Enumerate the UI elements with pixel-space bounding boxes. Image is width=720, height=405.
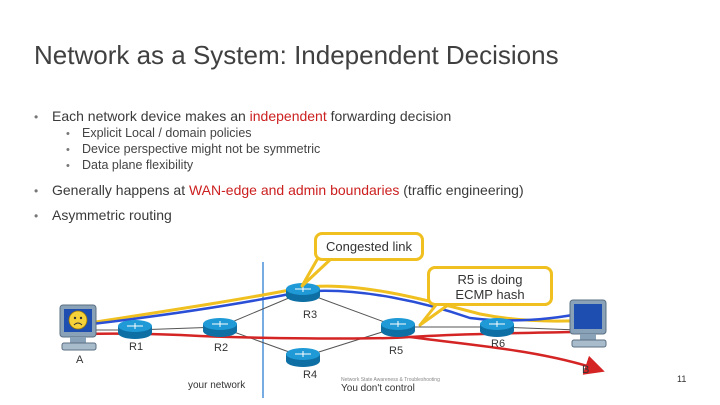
router-r5-icon — [381, 318, 415, 337]
footer-caption: Network State Awareness & Troubleshootin… — [341, 377, 440, 383]
router-r6-label: R6 — [491, 338, 506, 350]
router-r6-icon — [480, 318, 514, 337]
highlight-text: independent — [249, 108, 327, 124]
router-r4-icon — [286, 348, 320, 367]
highlight-text: WAN-edge and admin boundaries — [188, 182, 400, 198]
you-dont-control-label: You don't control — [341, 383, 415, 394]
host-b-label: B — [582, 364, 590, 376]
blue-path — [91, 289, 593, 326]
congested-link-callout: Congested link — [314, 232, 424, 261]
bullet-dot: • — [34, 110, 39, 124]
router-r1-icon — [118, 320, 152, 339]
ecmp-callout: R5 is doing ECMP hash — [427, 266, 553, 306]
sub-bullet-item: •Device perspective might not be symmetr… — [66, 142, 321, 156]
bullet-item: •Each network device makes an independen… — [34, 108, 452, 124]
router-r1-label: R1 — [129, 341, 144, 353]
router-r2-icon — [203, 318, 237, 337]
slide-title: Network as a System: Independent Decisio… — [34, 40, 559, 70]
sub-bullet-item: •Data plane flexibility — [66, 158, 194, 172]
router-r2-label: R2 — [214, 342, 229, 354]
bullet-item: •Generally happens at WAN-edge and admin… — [34, 182, 524, 198]
router-r4-label: R4 — [303, 369, 318, 381]
sub-bullet-item: •Explicit Local / domain policies — [66, 126, 252, 140]
page-number: 11 — [677, 374, 687, 384]
host-a-label: A — [76, 354, 84, 366]
congested-callout-pointer — [300, 256, 334, 288]
sad-face-icon — [68, 310, 88, 330]
your-network-label: your network — [188, 380, 246, 391]
host-a-computer-icon — [59, 304, 97, 351]
bullet-item: •Asymmetric routing — [34, 207, 172, 223]
red-path-branch — [409, 335, 605, 375]
router-r3-label: R3 — [303, 309, 318, 321]
host-b-computer-icon — [569, 299, 607, 348]
router-r5-label: R5 — [389, 345, 404, 357]
